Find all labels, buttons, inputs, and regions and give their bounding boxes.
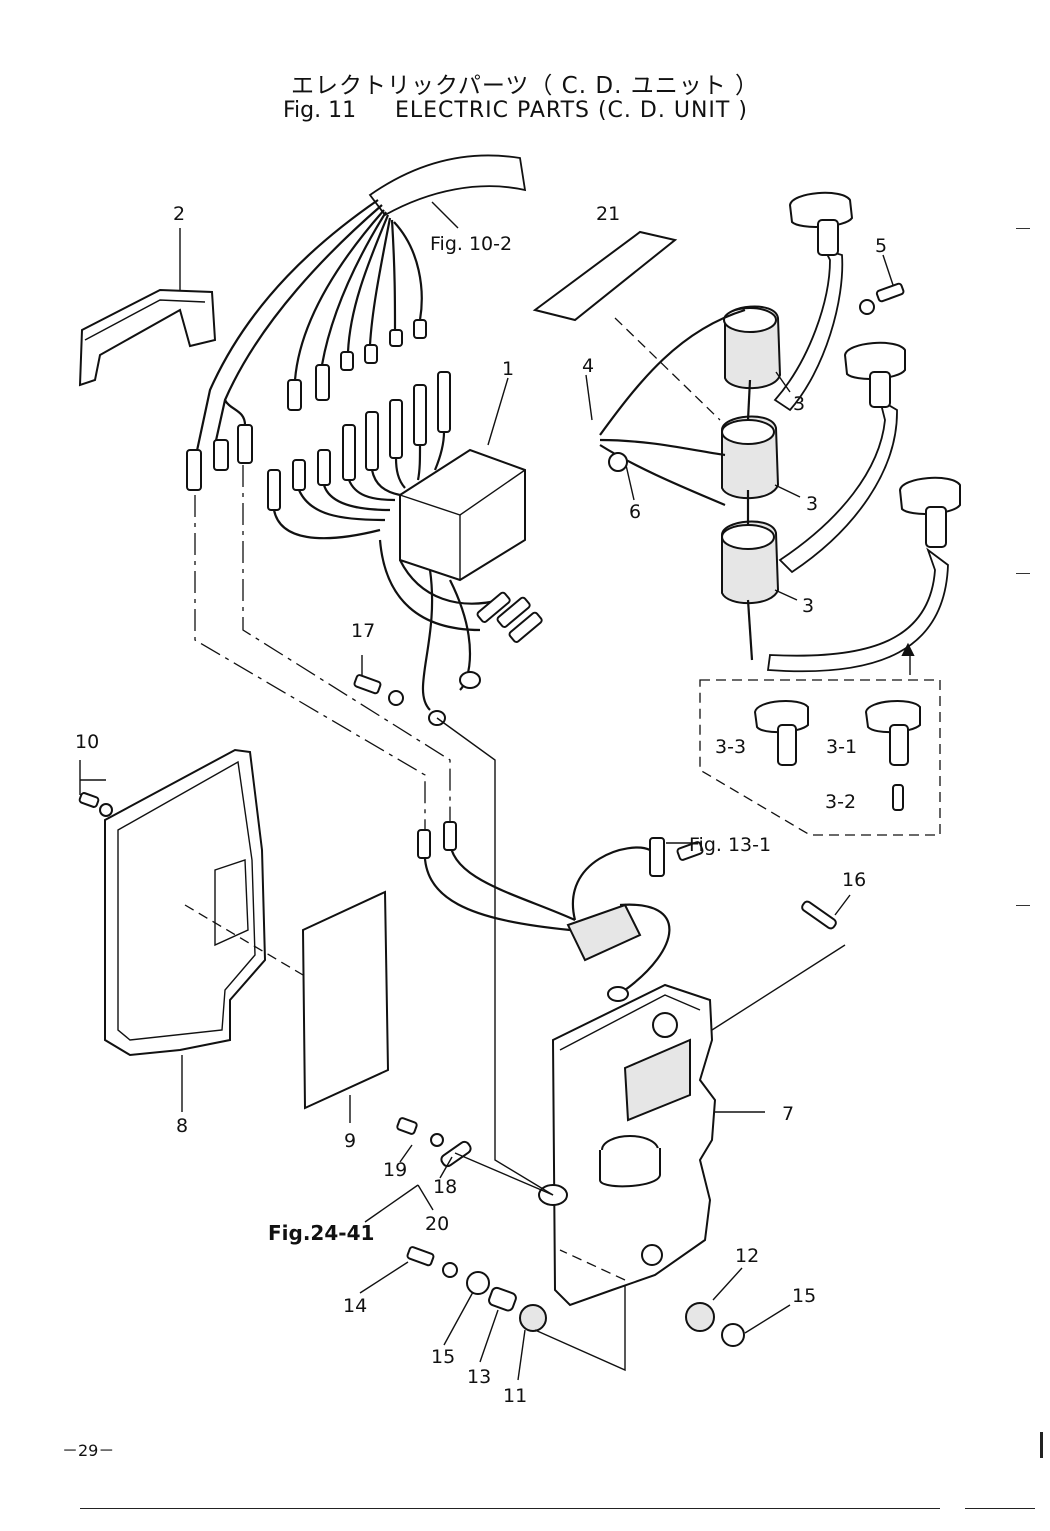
gasket-plate-part-9 <box>184 890 390 1110</box>
callout-labels: 1 2 3 3 3 3-3 3-1 3-2 4 5 6 7 8 9 10 11 … <box>75 203 887 1407</box>
callout-3b: 3 <box>806 493 818 515</box>
callout-3c: 3 <box>802 595 814 617</box>
callout-5: 5 <box>875 235 887 257</box>
base-plate-part-7 <box>538 983 717 1307</box>
plug-caps-and-leads <box>766 191 961 673</box>
wire-harness <box>186 154 527 491</box>
margin-tick <box>1016 228 1030 229</box>
cd-unit-box <box>267 371 543 726</box>
reference-fig-10-2: Fig. 10-2 <box>430 233 512 255</box>
small-hardware <box>78 282 905 1347</box>
callout-12: 12 <box>735 1245 759 1267</box>
callout-18: 18 <box>433 1176 457 1198</box>
label-plate-part-21 <box>532 230 721 421</box>
bracket-part-2 <box>78 288 217 387</box>
margin-bar <box>1040 1432 1043 1458</box>
page-number: －29－ <box>62 1441 115 1460</box>
callout-6: 6 <box>629 501 641 523</box>
callout-7: 7 <box>782 1103 794 1125</box>
callout-8: 8 <box>176 1115 188 1137</box>
footer-rule <box>80 1508 940 1509</box>
callout-20: 20 <box>425 1213 449 1235</box>
callout-13: 13 <box>467 1366 491 1388</box>
callout-11: 11 <box>503 1385 527 1407</box>
callout-21: 21 <box>596 203 620 225</box>
callout-3-3: 3-3 <box>715 736 746 758</box>
cover-part-8 <box>104 748 267 1057</box>
callout-3-1: 3-1 <box>826 736 857 758</box>
callout-10: 10 <box>75 731 99 753</box>
callout-19: 19 <box>383 1159 407 1181</box>
callout-16: 16 <box>842 869 866 891</box>
callout-3-2: 3-2 <box>825 791 856 813</box>
plug-cap-detail-box <box>699 642 941 836</box>
callout-15b: 15 <box>792 1285 816 1307</box>
margin-tick <box>1016 905 1030 906</box>
callout-17: 17 <box>351 620 375 642</box>
callout-4: 4 <box>582 355 594 377</box>
rectifier-regulator <box>417 821 704 1002</box>
callout-1: 1 <box>502 358 514 380</box>
figure-number: Fig. 11 <box>283 98 357 123</box>
title-english: ELECTRIC PARTS (C. D. UNIT ) <box>395 98 748 123</box>
leader-lines <box>79 201 894 1381</box>
callout-2: 2 <box>173 203 185 225</box>
callout-3a: 3 <box>793 393 805 415</box>
margin-tick <box>1016 573 1030 574</box>
title-japanese: エレクトリックパーツ（ C. D. ユニット ） <box>290 73 760 99</box>
callout-9: 9 <box>344 1130 356 1152</box>
ignition-coils <box>599 305 782 661</box>
footer-rule-right <box>965 1508 1035 1509</box>
reference-fig-24-41: Fig.24-41 <box>268 1221 374 1245</box>
callout-14: 14 <box>343 1295 367 1317</box>
reference-fig-13-1: Fig. 13-1 <box>689 834 771 856</box>
callout-15a: 15 <box>431 1346 455 1368</box>
